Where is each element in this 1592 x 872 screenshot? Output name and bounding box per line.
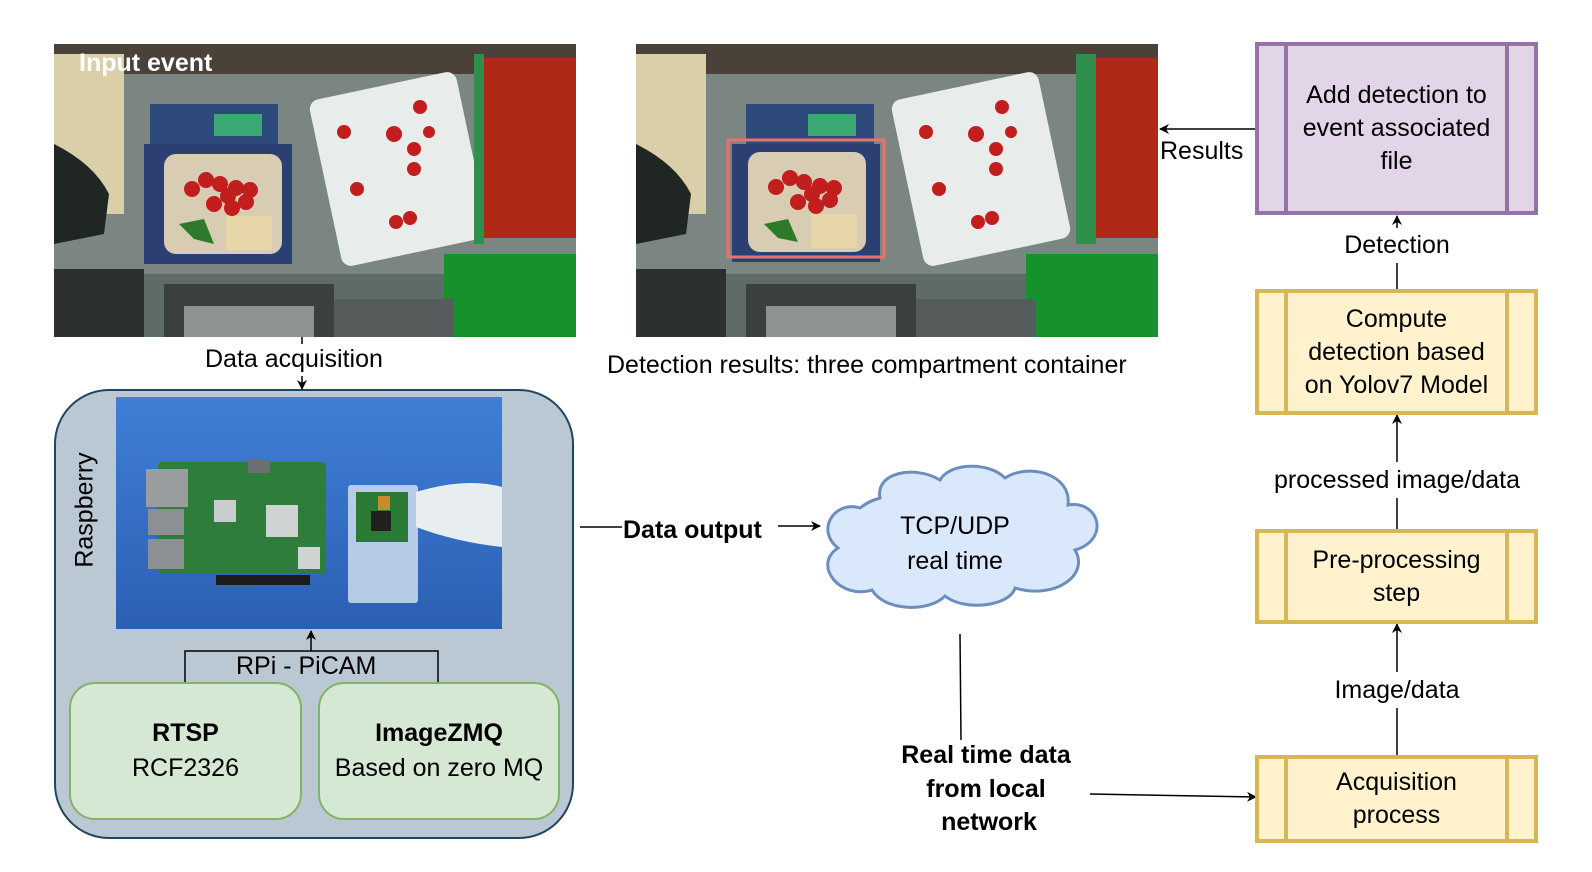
acquisition-line1: Acquisition [1336,768,1457,796]
compute-detection-box: Compute detection based on Yolov7 Model [1255,289,1538,415]
add-detection-line2: event associated [1302,114,1491,142]
cloud-line1: TCP/UDP [900,512,1010,540]
cloud-line2: real time [907,547,1003,575]
acquisition-line2: process [1352,801,1441,829]
input-event-caption: Input event [79,49,213,77]
detection-result-photo [636,44,1158,337]
rtsp-title: RTSP [152,719,219,747]
realtime-arrow [1089,791,1257,802]
input-event-photo: Input event [54,44,576,337]
kitchen-scene-detection-image [636,44,1158,337]
kitchen-scene-image [54,44,576,337]
image-data-label: Image/data [1334,676,1460,704]
compute-line2: detection based [1308,337,1485,366]
realtime-label-line1: Real time data [901,741,1071,769]
preprocessing-line2: step [1372,578,1421,607]
realtime-label-line2: from local [926,775,1046,803]
imagezmq-protocol-box: ImageZMQ Based on zero MQ [318,682,560,820]
processed-label: processed image/data [1274,466,1520,494]
preprocessing-line1: Pre-processing [1312,545,1481,574]
add-detection-line1: Add detection to [1306,81,1487,109]
data-acquisition-label: Data acquisition [205,345,383,373]
tcp-udp-cloud [826,464,1099,609]
imagezmq-title: ImageZMQ [375,719,503,747]
raspberry-pi-board-image [116,397,502,629]
results-label: Results [1160,137,1244,165]
rtsp-subtitle: RCF2326 [132,754,239,782]
data-output-label: Data output [623,516,762,544]
add-detection-line3: file [1380,147,1413,175]
realtime-label-line3: network [941,808,1037,836]
acquisition-process-box: Acquisition process [1255,755,1538,843]
picam-link-label: RPi - PiCAM [236,652,377,680]
compute-line3: on Yolov7 Model [1304,370,1489,399]
detection-label: Detection [1344,231,1450,259]
raspberry-pi-photo [116,397,502,629]
detection-bounding-box [726,138,886,259]
rtsp-protocol-box: RTSP RCF2326 [69,682,302,820]
preprocessing-box: Pre-processing step [1255,529,1538,624]
compute-line1: Compute [1345,304,1448,333]
imagezmq-subtitle: Based on zero MQ [334,754,544,782]
add-detection-box: Add detection to event associated file [1255,42,1538,215]
cloud-down-line [959,633,962,741]
detection-results-caption: Detection results: three compartment con… [607,351,1127,379]
